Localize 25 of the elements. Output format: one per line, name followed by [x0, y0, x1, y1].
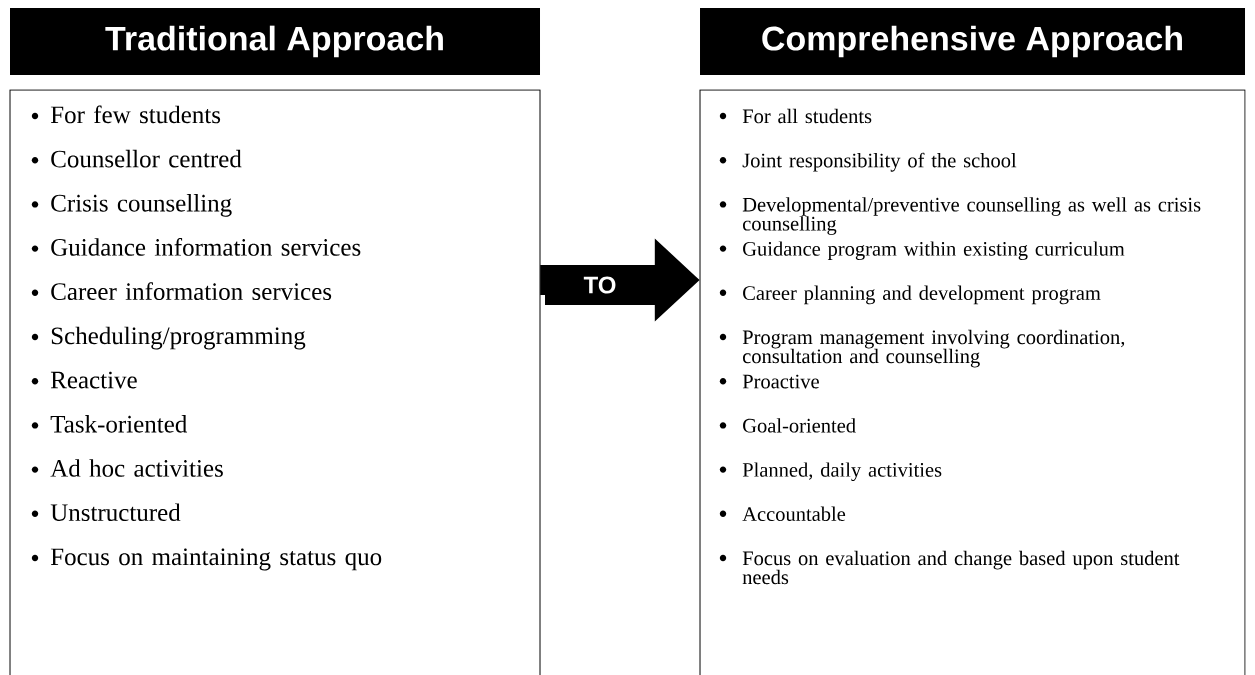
bullet-item: Accountable: [719, 506, 846, 521]
bullet-item: Reactive: [31, 371, 137, 389]
bullet-item: Crisis counselling: [31, 194, 232, 217]
bullet-item: For few students: [31, 105, 221, 124]
header-box: Comprehensive Approach: [700, 8, 1245, 75]
bullet-item: Planned, daily activities: [719, 462, 942, 482]
bullet-item: Scheduling/programming: [31, 326, 306, 350]
edge-label: TO: [545, 265, 655, 305]
bullet-item: Career planning and development program: [719, 285, 1101, 305]
bullet-item: Focus on maintaining status quo: [31, 548, 382, 571]
bullet-item: Joint responsibility of the school: [719, 152, 1017, 172]
bullet-item: Guidance program within existing curriculum: [719, 241, 1125, 261]
bullet-item: Program management involving coordination, consultation and counselling: [719, 329, 1125, 368]
bullet-item: Proactive: [719, 374, 819, 389]
bullet-item: Task-oriented: [31, 415, 188, 433]
bullet-item: Developmental/preventive counselling as well as crisis counselling: [719, 197, 1201, 235]
bullet-item: For all students: [719, 108, 872, 124]
bullet-item: Unstructured: [31, 503, 181, 522]
bullet-item: Goal-oriented: [719, 418, 856, 433]
bullet-item: Career information services: [31, 282, 332, 301]
bullet-item: Focus on evaluation and change based upon student needs: [719, 550, 1180, 585]
bullet-item: Guidance information services: [31, 238, 361, 256]
bullet-item: Ad hoc activities: [31, 459, 223, 477]
header-box: Traditional Approach: [10, 8, 540, 75]
bullet-item: Counsellor centred: [31, 149, 242, 168]
